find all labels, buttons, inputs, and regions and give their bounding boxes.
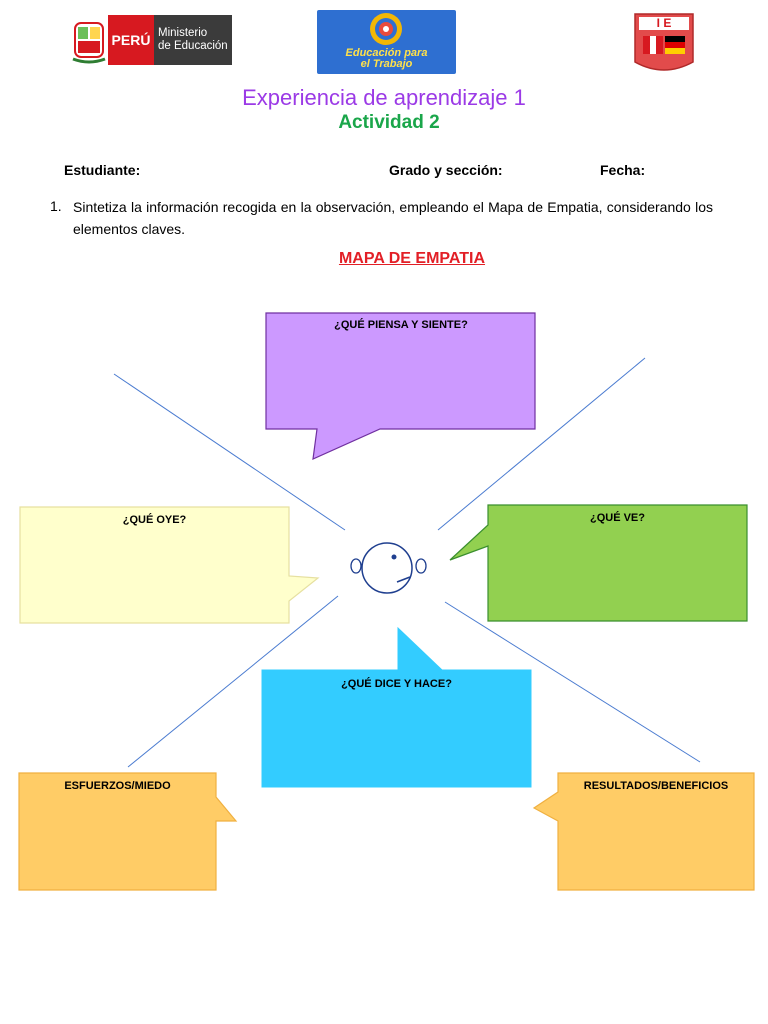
thinks-feels-label: ¿QUÉ PIENSA Y SIENTE? (334, 319, 468, 331)
gains-callout (532, 772, 755, 891)
peru-label: PERÚ (108, 15, 154, 65)
date-field-label: Fecha: (600, 162, 646, 178)
school-crest-logo: I E (633, 12, 695, 78)
school-crest-letters: I E (656, 16, 672, 30)
ministry-line-1: Ministerio (158, 27, 208, 39)
empathy-map-title: MAPA DE EMPATIA (338, 250, 486, 267)
minedu-logo: PERÚ Ministerio de Educación (70, 15, 232, 65)
ministry-line-2: de Educación (158, 40, 228, 52)
diagonal-line-bottom-right (444, 601, 701, 763)
education-for-work-logo: Educación para el Trabajo (317, 10, 456, 74)
instruction-number: 1. (50, 198, 62, 214)
ministry-label: Ministerio de Educación (154, 15, 232, 65)
diagonal-line-top-right (437, 357, 646, 531)
student-field-label: Estudiante: (64, 162, 141, 178)
pains-callout (18, 772, 238, 891)
grade-field-label: Grado y sección: (389, 162, 503, 178)
sees-label: ¿QUÉ VE? (589, 512, 645, 524)
says-does-callout (261, 626, 532, 788)
thinks-feels-callout (265, 312, 536, 460)
page-title: Experiencia de aprendizaje 1 (242, 85, 526, 110)
sees-callout (449, 504, 748, 622)
peru-shield-icon (70, 15, 108, 65)
ept-logo-text: Educación para el Trabajo (317, 48, 456, 70)
gains-label: RESULTADOS/BENEFICIOS (583, 780, 729, 792)
diagonal-line-top-left (113, 373, 346, 531)
face-icon (350, 542, 427, 594)
instruction-text: Sintetiza la información recogida en la … (73, 199, 713, 237)
pains-label: ESFUERZOS/MIEDO (64, 780, 171, 792)
hears-label: ¿QUÉ OYE? (122, 514, 187, 526)
ept-line-2: el Trabajo (360, 58, 413, 70)
hears-callout (19, 506, 320, 624)
says-does-label: ¿QUÉ DICE Y HACE? (341, 678, 452, 690)
activity-subtitle: Actividad 2 (338, 112, 440, 133)
ept-line-1: Educación para (345, 47, 428, 59)
diagonal-line-bottom-left (127, 595, 339, 768)
